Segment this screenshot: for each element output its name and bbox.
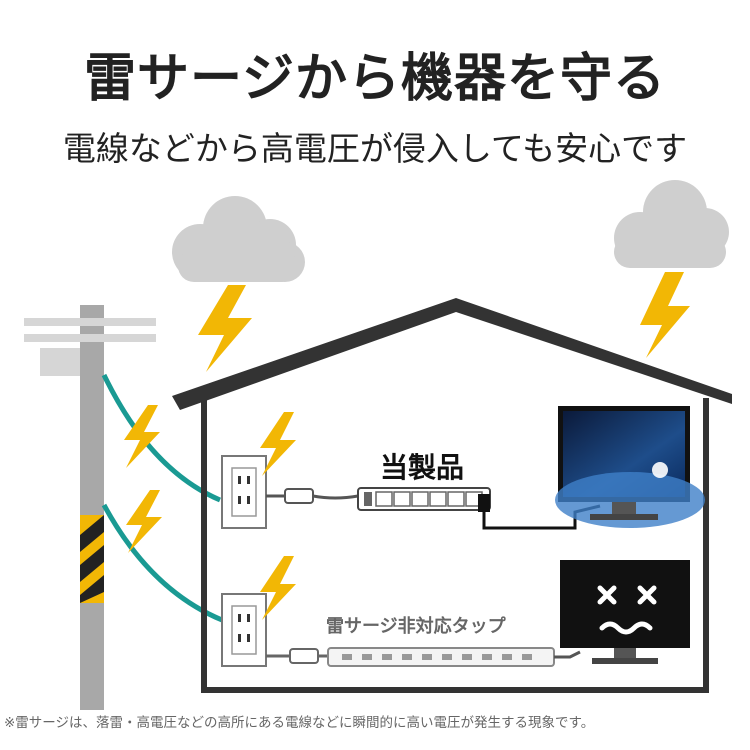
- non-compatible-power-strip: [266, 647, 581, 667]
- lightning-icon: [126, 490, 162, 553]
- cloud-icon: [614, 180, 729, 268]
- non-compatible-tap-label: 雷サージ非対応タップ: [326, 616, 506, 637]
- product-label: 当製品: [380, 451, 465, 484]
- lightning-icon: [260, 412, 296, 476]
- house: [172, 298, 732, 693]
- cloud-icon: [172, 196, 305, 282]
- page-subtitle: 電線などから高電圧が侵入しても安心です: [62, 129, 688, 168]
- lightning-icon: [124, 405, 160, 468]
- utility-pole: [24, 305, 156, 710]
- power-strip: [266, 487, 601, 530]
- page-title: 雷サージから機器を守る: [84, 49, 666, 109]
- lightning-icon: [640, 272, 690, 358]
- lightning-icon: [260, 556, 296, 620]
- wall-outlet: [221, 593, 267, 667]
- wall-outlet: [221, 455, 267, 529]
- broken-monitor: [560, 560, 690, 664]
- footnote: ※雷サージは、落雷・高電圧などの高所にある電線などに瞬間的に高い電圧が発生する現…: [4, 715, 595, 731]
- monitor: [555, 406, 705, 528]
- lightning-icon: [198, 285, 252, 372]
- broken-monitor-face: [597, 585, 657, 635]
